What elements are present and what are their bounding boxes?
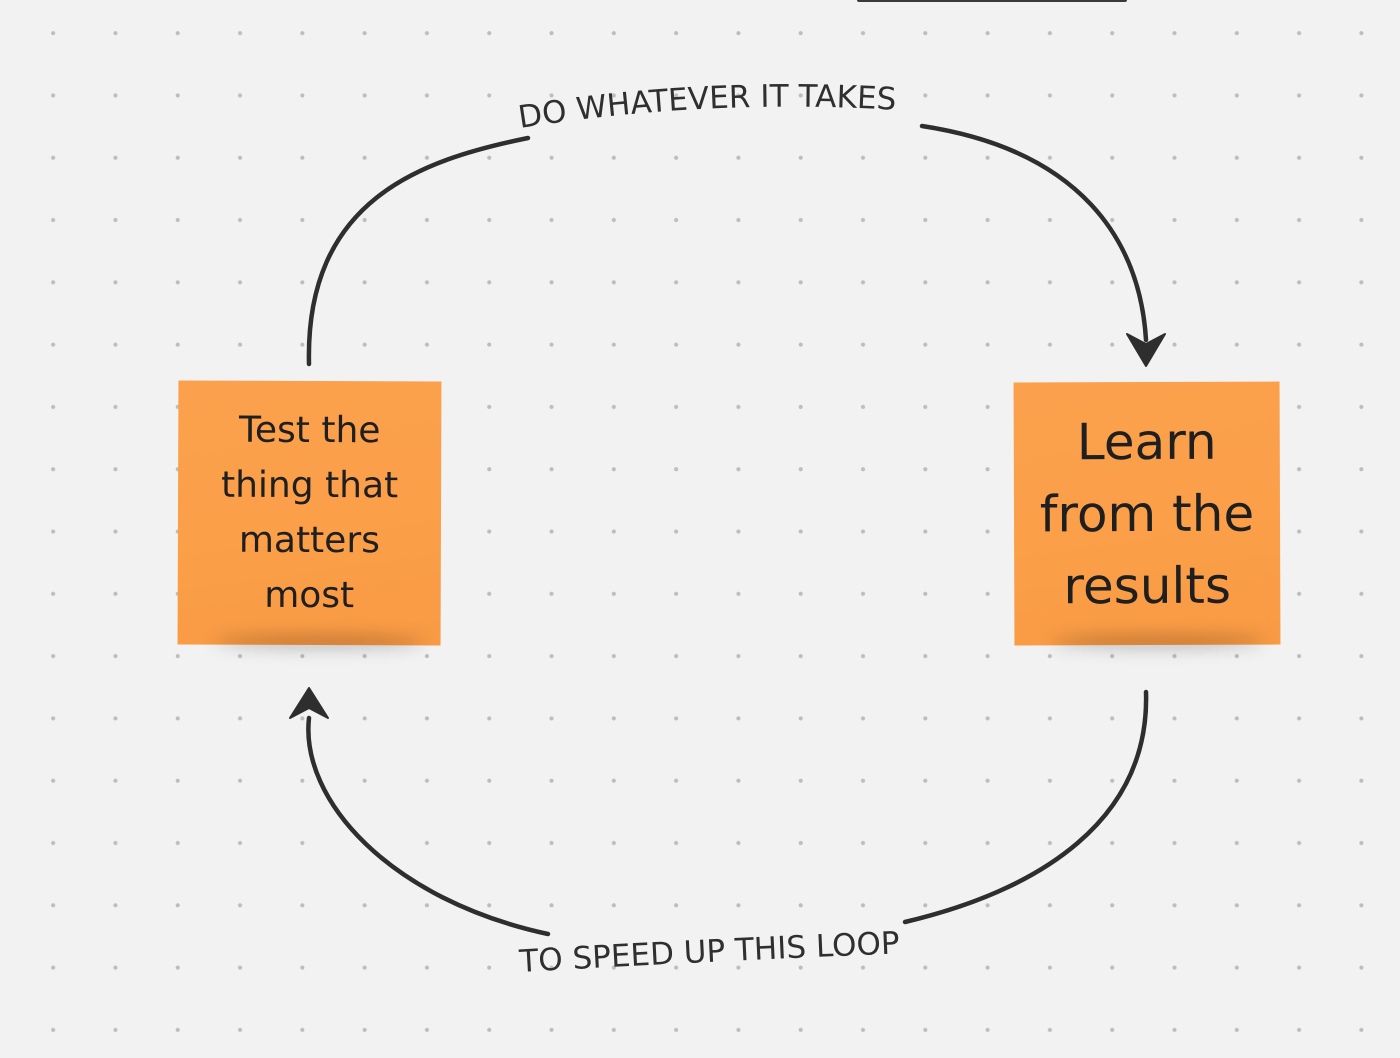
sticky-note-learn[interactable]: Learn from the results [1013,381,1281,646]
arrow-down-icon [1126,333,1166,367]
arrow-up-icon [289,687,329,719]
bottom-curve-label-text: TO SPEED UP THIS LOOP [517,925,900,980]
connector-bottom-left[interactable] [306,715,551,937]
sticky-note-test-text: Test the thing that matters most [220,409,399,617]
sticky-note-learn-text: Learn from the results [1039,412,1255,615]
sticky-note-test[interactable]: Test the thing that matters most [177,380,442,646]
top-curve-label: DO WHATEVER IT TAKES [516,79,898,136]
top-bar-edge [857,0,1127,2]
connector-bottom-right[interactable] [902,689,1149,925]
top-curve-label-text: DO WHATEVER IT TAKES [516,79,898,136]
bottom-curve-label: TO SPEED UP THIS LOOP [517,925,900,980]
connector-top-left[interactable] [306,135,531,367]
connector-top-right[interactable] [919,123,1149,343]
